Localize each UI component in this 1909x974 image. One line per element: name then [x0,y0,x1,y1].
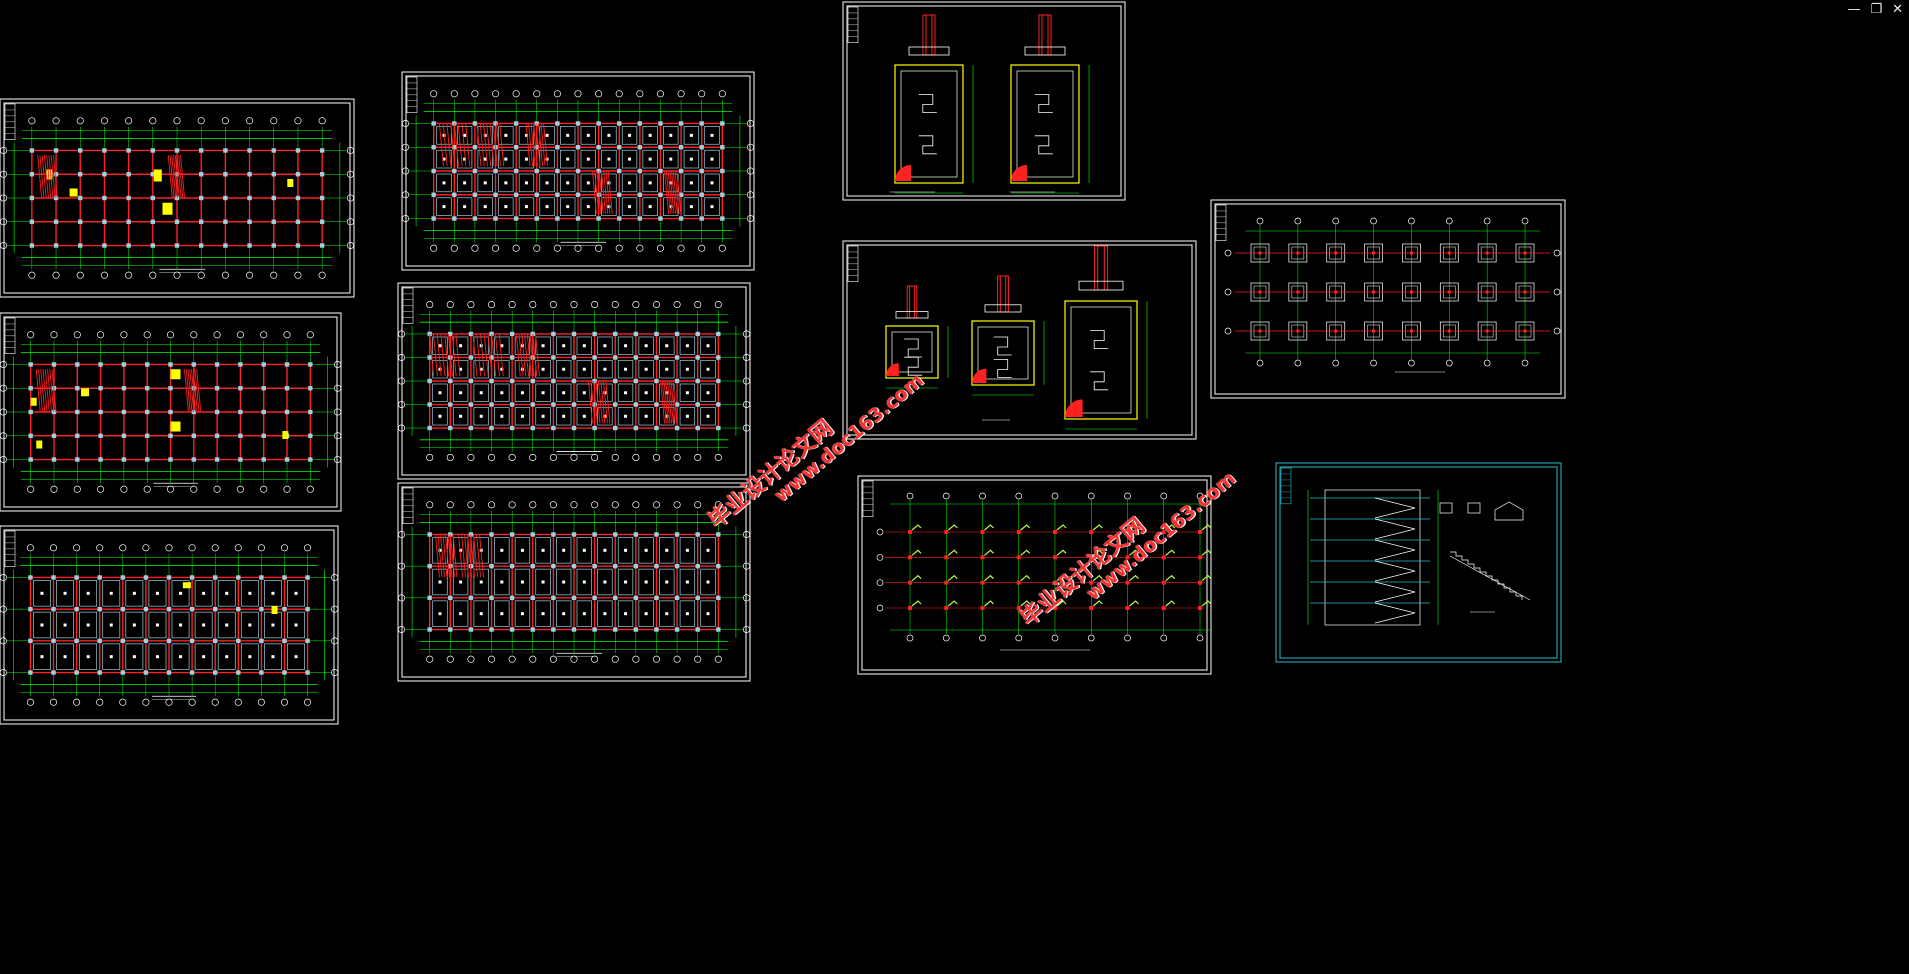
window-controls: — ❐ ✕ [1847,2,1903,18]
sheet-foundation-detail-2[interactable] [842,240,1197,440]
sheet-foundation-detail-1[interactable] [842,1,1126,201]
sheet-column-layout[interactable] [857,475,1212,675]
sheet-floor-plan-1[interactable] [0,98,355,298]
sheet-floor-plan-2[interactable] [0,312,342,512]
sheet-floor-plan-3[interactable] [0,525,339,725]
minimize-icon[interactable]: — [1847,2,1861,17]
sheet-foundation-plan[interactable] [1210,199,1566,399]
sheet-floor-plan-5[interactable] [397,282,751,480]
close-icon[interactable]: ✕ [1892,2,1903,17]
sheet-floor-plan-4[interactable] [401,71,755,271]
sheet-floor-plan-6[interactable] [397,482,751,682]
sheet-stair-detail[interactable] [1275,462,1562,663]
restore-icon[interactable]: ❐ [1870,2,1883,17]
